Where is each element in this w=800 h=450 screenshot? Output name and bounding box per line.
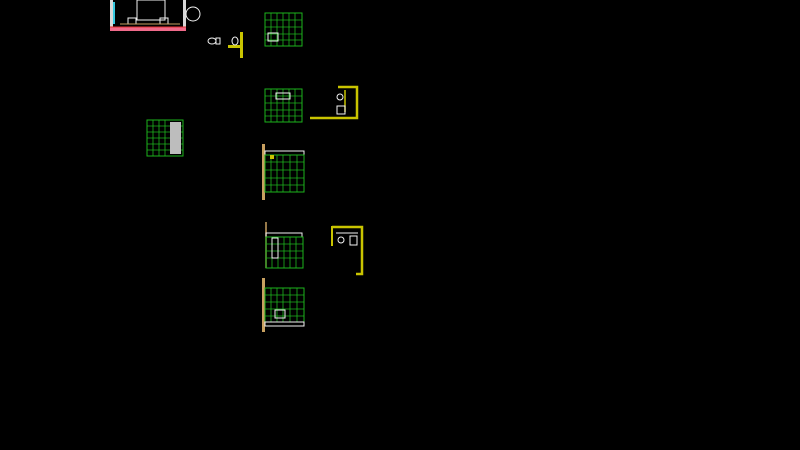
tile-plan-a-grid bbox=[265, 13, 302, 46]
main-plan-wall-left-accent bbox=[113, 2, 115, 24]
elevation-a[interactable] bbox=[262, 144, 305, 200]
toilet-tank bbox=[215, 37, 221, 45]
elevation-b-outline bbox=[265, 236, 304, 269]
wall-detail-a[interactable] bbox=[228, 32, 243, 58]
tile-plan-a-outline bbox=[264, 12, 303, 47]
elevation-a-outline bbox=[264, 154, 305, 193]
elevation-b[interactable] bbox=[265, 222, 304, 269]
main-plan-washbasin bbox=[185, 6, 201, 22]
tile-plan-b-fixture bbox=[275, 92, 291, 100]
toilet-bowl bbox=[207, 37, 217, 45]
main-plan-fixture-left bbox=[127, 17, 137, 25]
tile-plan-a-fixture bbox=[267, 32, 279, 42]
elevation-a-grid bbox=[265, 155, 304, 192]
elevation-c[interactable] bbox=[262, 278, 305, 332]
elevation-a-band bbox=[264, 150, 305, 156]
elevation-a-wall bbox=[262, 144, 265, 200]
tile-plan-c[interactable] bbox=[146, 119, 184, 157]
wall-detail-a-wall bbox=[240, 32, 243, 58]
wall-detail-b-basin bbox=[336, 93, 344, 101]
main-plan-inner-room bbox=[136, 0, 166, 21]
wall-detail-c-basin bbox=[337, 236, 345, 244]
wall-detail-b-wall bbox=[310, 85, 359, 120]
elevation-c-fixture bbox=[274, 309, 286, 319]
wall-detail-b[interactable] bbox=[310, 85, 359, 120]
wall-detail-a-fixture bbox=[231, 36, 239, 46]
tile-plan-c-fill bbox=[170, 122, 181, 154]
main-plan-wall-right bbox=[183, 0, 186, 30]
main-plan-floor-line bbox=[110, 27, 186, 31]
wall-detail-c-toilet bbox=[349, 235, 358, 246]
elevation-b-band bbox=[265, 232, 303, 238]
tile-plan-b-outline bbox=[264, 88, 303, 123]
wall-detail-c-top bbox=[332, 225, 364, 276]
wall-detail-a-base bbox=[228, 45, 241, 48]
elevation-a-fixture bbox=[270, 155, 274, 159]
tile-plan-a[interactable] bbox=[264, 12, 303, 47]
toilet-symbol[interactable] bbox=[207, 37, 221, 45]
wall-detail-c[interactable] bbox=[331, 225, 364, 276]
main-plan-wall-left bbox=[110, 0, 113, 30]
elevation-b-fixture bbox=[271, 237, 279, 259]
main-plan-fixture-right bbox=[159, 17, 169, 25]
wall-detail-b-toilet bbox=[336, 105, 346, 115]
elevation-c-band bbox=[264, 321, 305, 327]
elevation-c-wall bbox=[262, 278, 265, 332]
tile-plan-b[interactable] bbox=[264, 88, 303, 123]
main-plan[interactable] bbox=[110, 0, 201, 31]
tile-plan-b-grid bbox=[265, 89, 302, 122]
